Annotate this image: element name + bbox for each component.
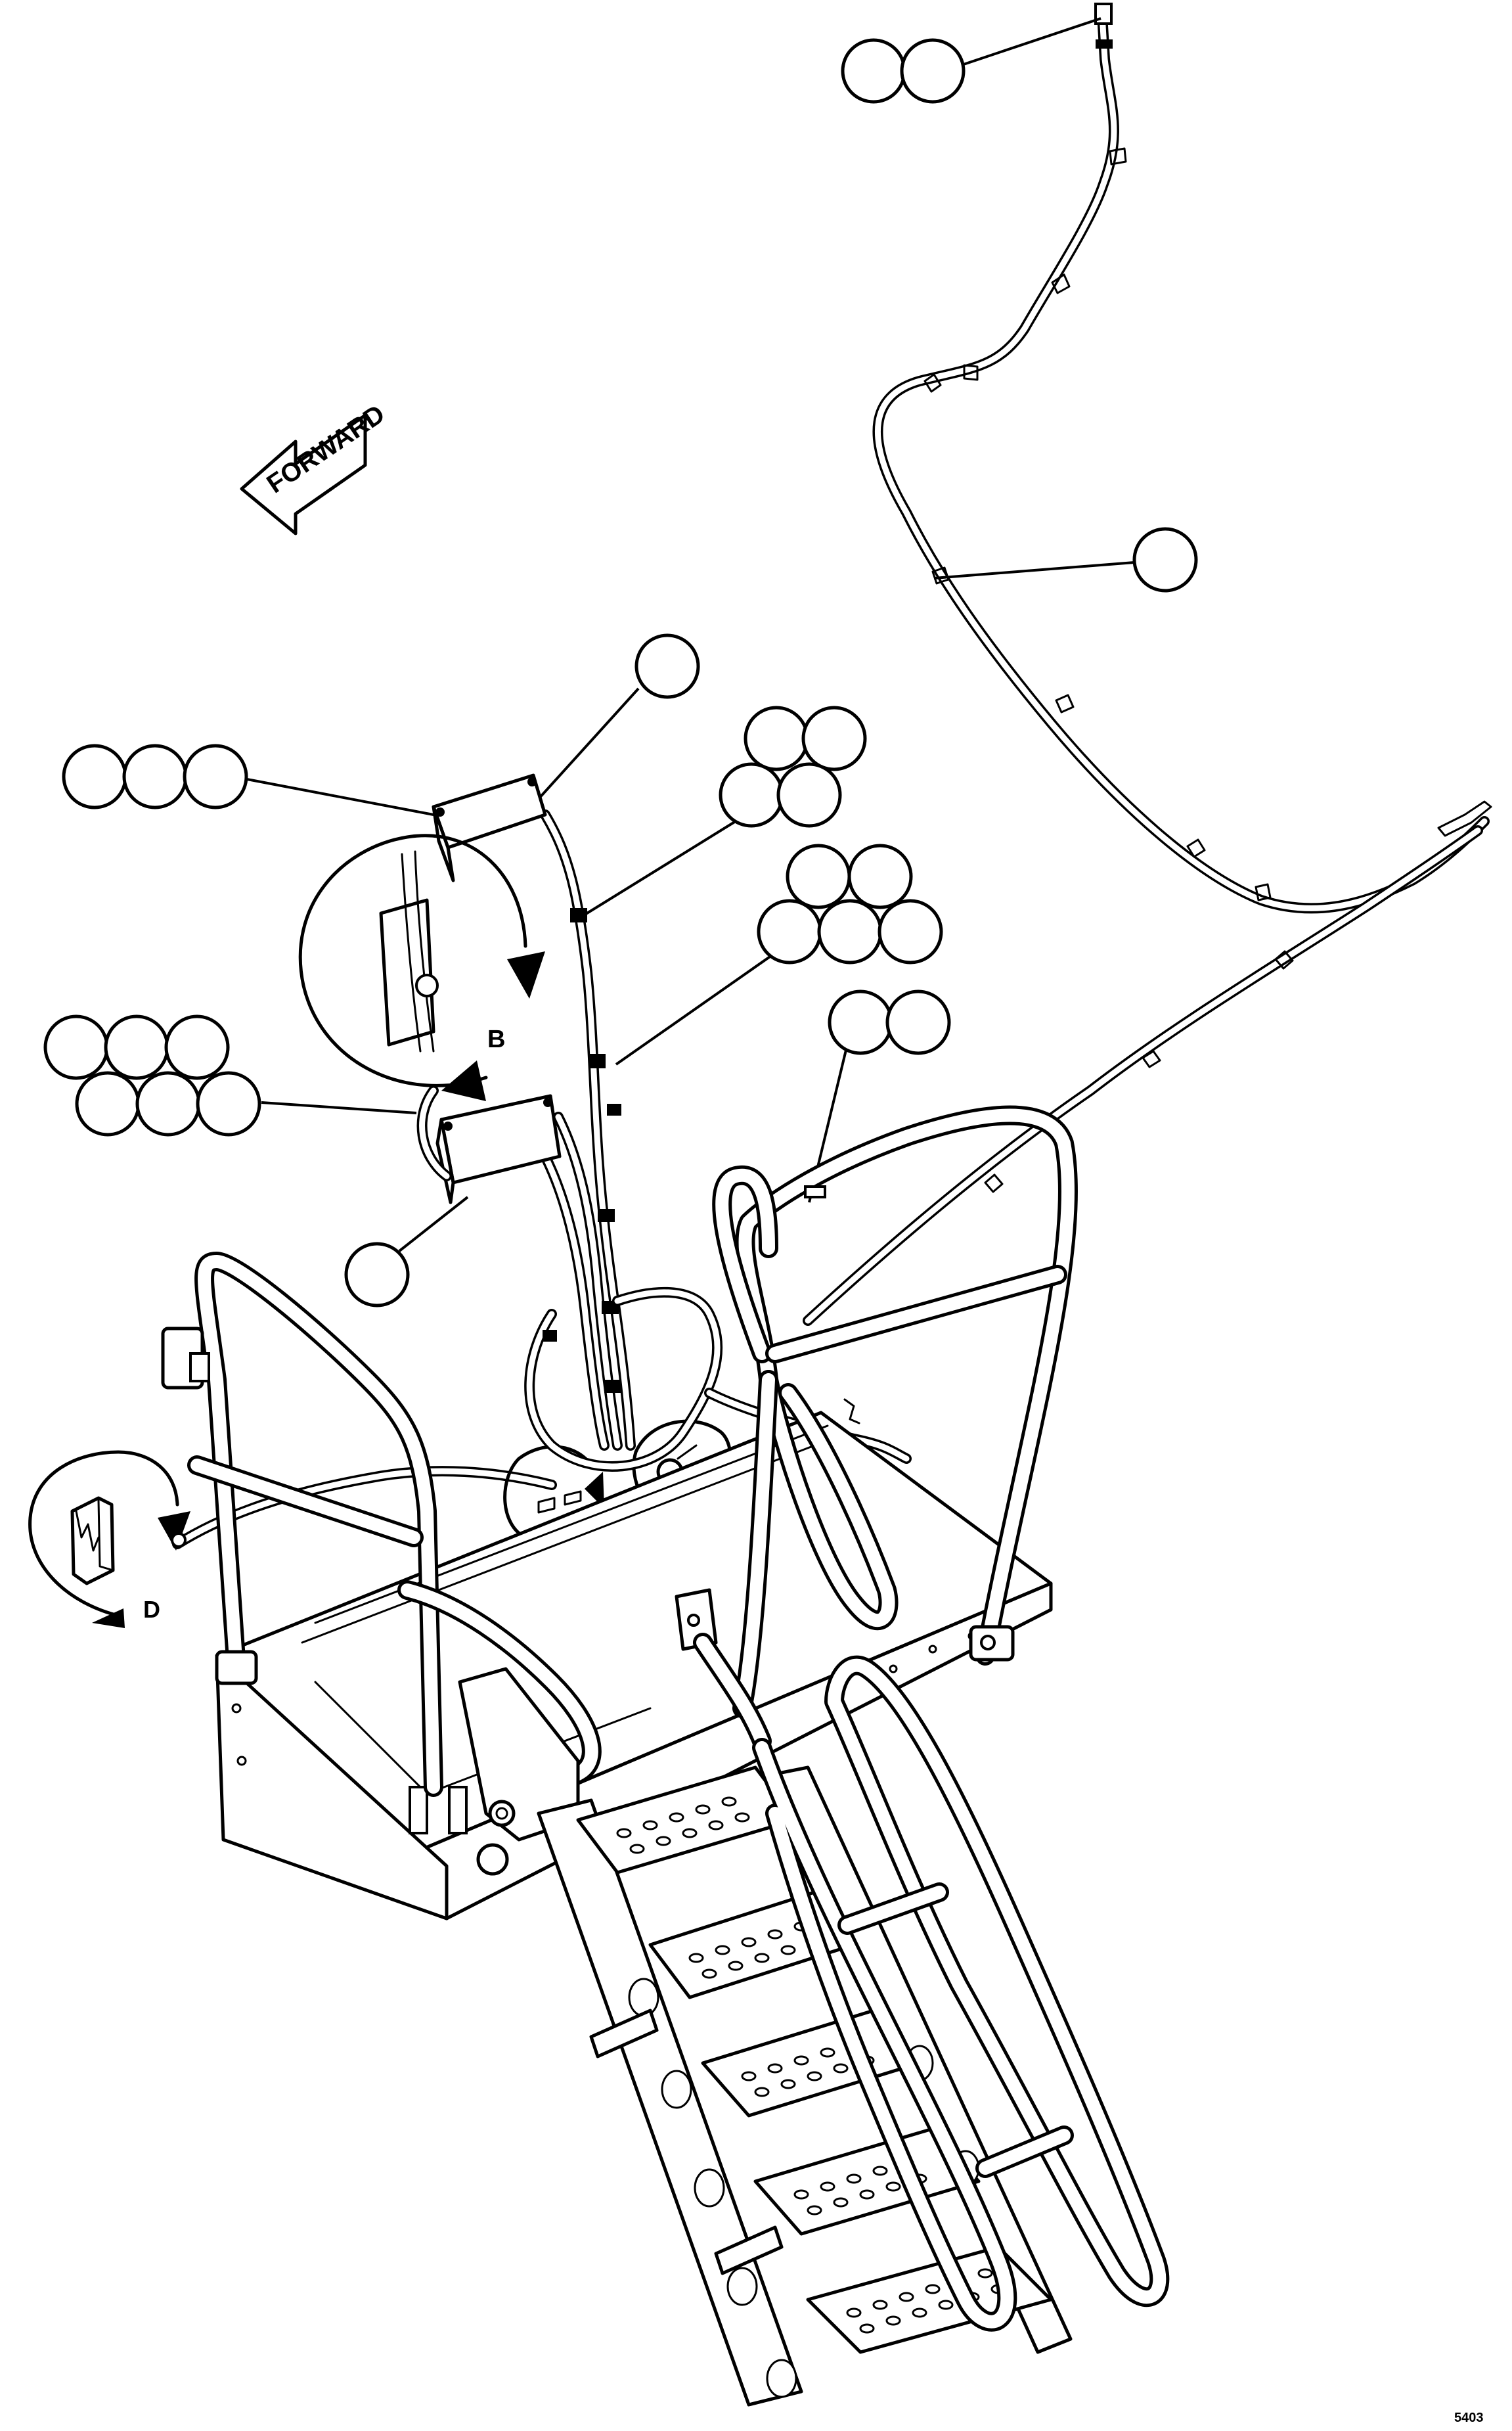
detail-b: B [298,834,545,1101]
forward-arrow: FORWARD [240,399,390,535]
callout-circle [878,899,943,965]
callout-circle [801,706,867,771]
callout-circle [757,899,822,965]
callout-circle [183,744,248,809]
callout-circle [104,1014,169,1080]
sheet-code: 5403 [1454,2411,1484,2425]
callout-circle [719,762,784,828]
callout-circle [817,899,883,965]
right-handrail [712,1105,1078,1718]
callout-circle [828,989,893,1055]
callouts [43,17,1198,1307]
detail-b-label: B [487,1026,505,1053]
stairs [537,1655,1170,2407]
callout-circle [43,1014,109,1080]
diagonal-cable [803,825,1483,1326]
callout-circle [847,844,913,909]
callout-circle [744,706,809,771]
callout-circle [344,1242,410,1307]
callout-circle [776,762,842,828]
detail-d-label: D [143,1596,160,1623]
callout-circle [786,844,851,909]
cable-loop [524,1286,912,1472]
callout-circle [841,38,906,104]
upper-cable [872,3,1492,914]
harness-boxes [416,773,636,1451]
callout-circle [164,1014,230,1080]
callout-circle [885,989,951,1055]
callout-circle [634,633,700,699]
center-hinge [458,1588,772,1876]
callout-circle [62,744,127,809]
callout-circle [900,38,966,104]
callout-circle [196,1071,261,1137]
callout-circle [135,1071,201,1137]
callout-circle [1132,527,1198,593]
callout-circle [75,1071,141,1137]
callout-circle [122,744,188,809]
